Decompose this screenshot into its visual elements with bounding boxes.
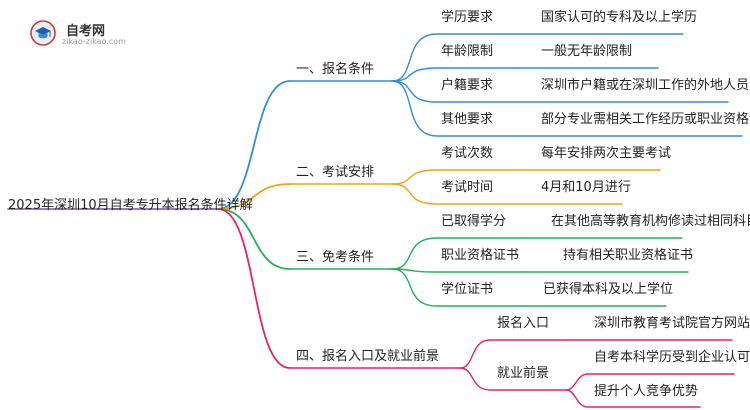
logo-name: 自考网 <box>66 24 106 39</box>
branch-2-item-2-value: 4月和10月进行 <box>541 180 631 195</box>
branch-3-connector <box>217 208 291 270</box>
branch-3-item-1-value: 在其他高等教育机构修读过相同科目 <box>551 214 750 229</box>
branch-2-connector <box>217 183 291 210</box>
branch-4-item-1-value-1: 深圳市教育考试院官方网站 <box>594 316 750 331</box>
branch-3-item-3-label: 学位证书 <box>441 282 494 297</box>
branch-3-item-3-connector <box>391 268 527 307</box>
branch-2-item-2-connector <box>391 183 517 205</box>
branch-4-item-2-value-2-underline <box>565 389 701 408</box>
branch-1-item-2-value: 一般无年龄限制 <box>541 44 633 59</box>
branch-1-item-1-label: 学历要求 <box>441 10 494 25</box>
site-logo[interactable]: 自考网 zikao-zikao.com <box>30 18 140 50</box>
branch-1-item-4-connector <box>391 80 517 137</box>
branch-4-item-2-value-1: 自考本科学历受到企业认可 <box>594 350 750 365</box>
branch-1-item-1-connector <box>391 33 517 82</box>
branch-2-label: 二、考试安排 <box>296 165 375 180</box>
branch-2-item-1-label: 考试次数 <box>441 146 494 161</box>
branch-1-item-3-value: 深圳市户籍或在深圳工作的外地人员 <box>541 78 750 93</box>
branch-1-label: 一、报名条件 <box>296 62 375 77</box>
branch-2-item-1-connector <box>391 169 517 185</box>
branch-1-item-2-connector <box>391 67 517 82</box>
branch-3-item-1-label: 已取得学分 <box>441 214 507 229</box>
mortarboard-logo-icon <box>30 20 56 46</box>
branch-1-item-3-connector <box>391 80 517 103</box>
branch-3-item-1-connector <box>391 237 527 270</box>
branch-1-item-1-value: 国家认可的专科及以上学历 <box>541 10 698 25</box>
branch-4-item-2-value-2: 提升个人竞争优势 <box>594 384 699 399</box>
branch-3-item-2-value: 持有相关职业资格证书 <box>563 248 694 263</box>
branch-2-item-2-label: 考试时间 <box>441 180 494 195</box>
branch-3-item-2-label: 职业资格证书 <box>441 248 520 263</box>
branch-3-label: 三、免考条件 <box>296 250 375 265</box>
branch-4-item-1-label: 报名入口 <box>497 316 550 331</box>
branch-1-item-3-label: 户籍要求 <box>441 78 494 93</box>
root-topic: 2025年深圳10月自考专升本报名条件详解 <box>8 198 253 213</box>
logo-url: zikao-zikao.com <box>62 37 126 46</box>
branch-4-label: 四、报名入口及就业前景 <box>296 349 440 364</box>
branch-3-item-3-value: 已获得本科及以上学位 <box>543 282 674 297</box>
branch-4-connector <box>217 208 291 369</box>
branch-2-item-1-value: 每年安排两次主要考试 <box>541 146 672 161</box>
branch-1-connector <box>217 80 291 210</box>
branch-4-item-2-value-1-underline <box>565 373 735 391</box>
branch-4-item-1-connector <box>459 339 567 369</box>
branch-4-item-2-connector <box>459 367 567 391</box>
branch-3-item-2-connector <box>391 268 527 273</box>
branch-1-item-4-label: 其他要求 <box>441 112 494 127</box>
branch-1-item-4-value: 部分专业需相关工作经历或职业资格证书 <box>541 112 750 127</box>
branch-1-item-2-label: 年龄限制 <box>441 44 494 59</box>
branch-4-item-2-label: 就业前景 <box>497 366 550 381</box>
